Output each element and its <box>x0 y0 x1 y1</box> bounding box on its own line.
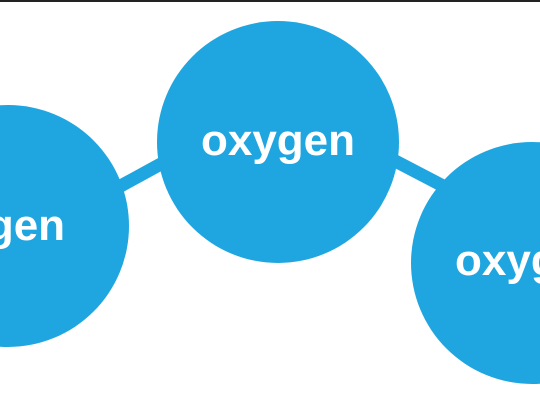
node-left: oxygen <box>0 105 129 347</box>
node-center-label: oxygen <box>201 116 355 165</box>
top-border-line <box>0 0 540 2</box>
node-left-circle <box>0 105 129 347</box>
node-center-circle <box>157 21 399 263</box>
node-right-circle <box>411 142 540 384</box>
node-left-label: oxygen <box>0 201 65 250</box>
node-right: oxygen <box>411 142 540 384</box>
node-right-label: oxygen <box>455 236 540 285</box>
node-center: oxygen <box>157 21 399 263</box>
